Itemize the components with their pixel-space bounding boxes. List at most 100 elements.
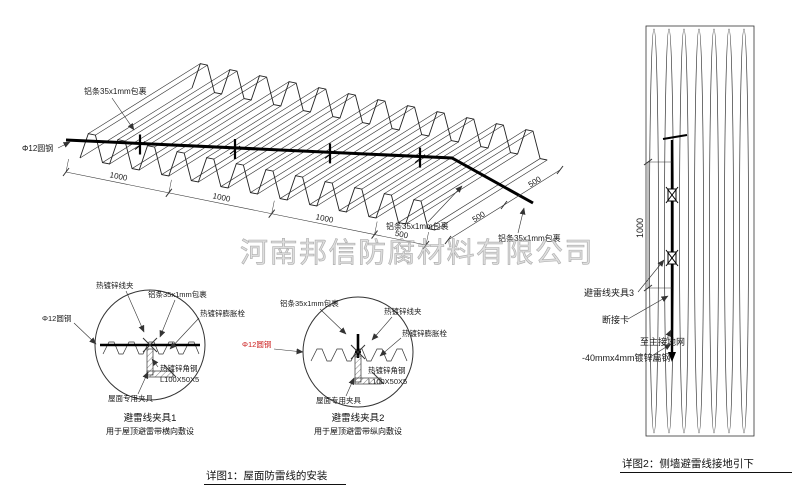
label-round-steel-left: Φ12圆钢 [22, 143, 53, 153]
wall-corrugation [664, 28, 674, 434]
wall-clamp-x [665, 249, 679, 267]
wall-disconnect-leader [627, 295, 669, 320]
wall-flat-steel-leader [649, 343, 672, 358]
wall-corrugation [739, 28, 749, 434]
corrugation-ridge-line [435, 159, 548, 231]
corrugation-ridge-line [302, 106, 415, 178]
alu-wrap-top-leader [111, 97, 135, 131]
roof-sheet-fill [80, 63, 548, 231]
lightning-wire [65, 138, 534, 205]
label-dim-bottom-2: 1000 [212, 191, 232, 203]
label-alu-wrap-right: 铝条35x1mm包裹 [498, 233, 561, 243]
corrugation-ridge-line [309, 134, 422, 205]
clamp-x-stroke [142, 337, 158, 353]
wall-corrugation [679, 28, 689, 434]
label-dim-bottom-1: 1000 [109, 170, 129, 182]
wire-clamp-tick [134, 141, 146, 150]
corrugation-ridge-line [332, 112, 445, 184]
corrugation-ridge-line [279, 128, 393, 199]
corrugation-ridge-line [427, 158, 541, 229]
d1-expansion-bolt-leader [169, 317, 200, 350]
detail2-title: 避雷线夹具2 [332, 412, 385, 424]
d1-round-steel-leader [73, 322, 97, 345]
corrugation-ridge-line [88, 63, 201, 134]
corrugation-ridge-line [220, 116, 334, 187]
d2-roof-clamp-leader [345, 377, 355, 397]
d2-expansion-bolt-leader [379, 337, 402, 357]
expansion-bolt [163, 364, 177, 378]
corrugation-ridge-line [124, 70, 238, 142]
dimension-tick [556, 165, 564, 175]
label-d1-angle-size: L100X50X5 [160, 375, 199, 384]
label-dim-right-1: 500 [471, 209, 488, 224]
wall-outline [645, 25, 755, 437]
wall-clamp3-leader [637, 259, 665, 293]
label-dim-bottom-3: 1000 [315, 212, 335, 224]
wall-corrugation [709, 28, 719, 434]
corrugation-ridge-line [398, 152, 511, 223]
company-watermark: 河南邦信防腐材料有限公司 [240, 237, 594, 268]
label-d2-expansion-bolt: 热镀锌膨胀栓 [402, 328, 447, 338]
dimension-tick [500, 200, 508, 210]
wire-top-tick [662, 134, 688, 140]
corrugation-ridge-line [420, 130, 534, 202]
corrugation-ridge-line [339, 140, 452, 211]
label-alu-wrap-top: 铝条35x1mm包裹 [84, 86, 147, 96]
label-d2-angle-steel: 热镀锌角钢 [368, 365, 406, 375]
label-wall-dim-1000: 1000 [635, 218, 645, 238]
roof-isometric-view: 铝条35x1mm包裹Φ12圆钢铝条35x1mm包裹铝条35x1mm包裹10001… [22, 63, 564, 250]
detail1-title: 避雷线夹具1 [124, 412, 177, 424]
clamp-x-stroke [350, 344, 366, 360]
label-d1-angle-steel: 热镀锌角钢 [160, 363, 198, 373]
corrugation-ridge-line [131, 98, 245, 169]
corrugation-ridge-line [184, 82, 297, 154]
label-d1-roof-clamp: 屋面专用夹具 [108, 393, 153, 403]
d1-wire-clip-leader [125, 290, 145, 333]
d1-roof-clamp-leader [137, 371, 149, 395]
wall-to-ground-leader [665, 329, 672, 342]
d2-round-steel-leader [273, 348, 304, 355]
wall-clamp-x [665, 186, 679, 204]
ground-arrow [668, 352, 676, 362]
label-d1-wire-clip: 热镀锌线夹 [96, 280, 134, 290]
wall-corrugation [694, 28, 704, 434]
label-d2-alu-wrap: 铝条35x1mm包裹 [280, 298, 339, 308]
label-dim-bottom-4: 500 [394, 229, 409, 241]
label-d1-expansion-bolt: 热镀锌膨胀栓 [200, 308, 245, 318]
extension-line [168, 179, 172, 193]
d2-wire-clip-leader [371, 316, 393, 341]
corrugation-ridge-line [250, 122, 363, 193]
corrugation-ridge-line [243, 94, 356, 166]
corrugation-ridge-line [95, 64, 208, 136]
label-alu-wrap-bottom: 铝条35x1mm包裹 [386, 221, 449, 231]
detail1-subtitle: 用于屋顶避雷带横向敷设 [106, 426, 194, 436]
watermark-layer: 河南邦信防腐材料有限公司 [240, 237, 594, 269]
wire-clamp-tick [324, 150, 336, 159]
corrugation-ridge-line [102, 92, 215, 163]
dimension-line-bottom [65, 171, 427, 246]
dimension-tick [444, 235, 452, 245]
extension-line [374, 221, 378, 235]
extension-line [425, 231, 429, 246]
corrugation-ridge-line [191, 110, 304, 181]
label-d1-alu-wrap: 铝条35x1mm包裹 [148, 289, 207, 299]
d2-alu-wrap-leader [319, 308, 347, 335]
detail2-subtitle: 用于屋顶避雷带纵向敷设 [314, 426, 402, 436]
label-wall-to-ground: 至主接地网 [640, 336, 685, 347]
captions-layer: 避雷线夹具1 用于屋顶避雷带横向敷设 避雷线夹具2 用于屋顶避雷带纵向敷设 详图… [106, 412, 792, 485]
round-steel-left-leader [57, 141, 71, 149]
corrugation-ridge-line [361, 118, 474, 190]
label-wall-flat-steel: -40mmx4mm镀锌扁钢 [582, 352, 671, 363]
wire-clamp-tick [414, 154, 426, 163]
roof-profile-section [310, 348, 408, 362]
alu-wrap-right-leader [517, 207, 526, 234]
detail-circle-2: 铝条35x1mm包裹热镀锌线夹热镀锌膨胀栓Φ12圆钢热镀锌角钢L100X50X5… [242, 296, 447, 408]
label-d1-round-steel: Φ12圆钢 [42, 313, 71, 323]
d1-alu-wrap-leader [159, 299, 176, 338]
roof-profile-section [102, 341, 200, 355]
d1-angle-steel-leader [151, 358, 159, 368]
